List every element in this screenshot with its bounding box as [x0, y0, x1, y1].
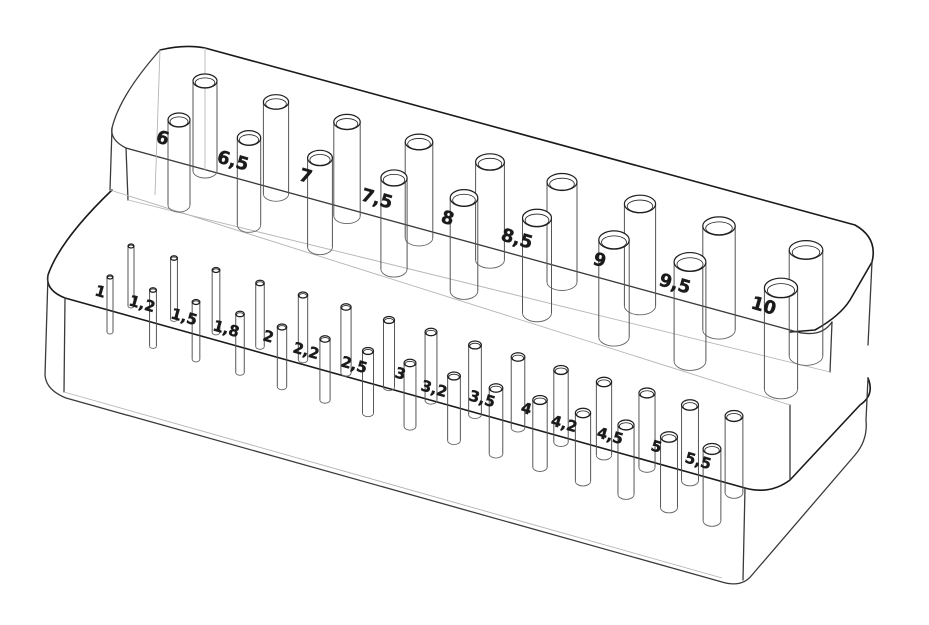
- small-hole-front: [319, 335, 331, 404]
- small-hole-front: [403, 358, 417, 431]
- small-size-label: 2: [261, 327, 276, 347]
- small-hole-back: [211, 266, 221, 336]
- small-hole-front: [191, 298, 201, 363]
- large-hole-front: [763, 277, 799, 400]
- small-size-label: 2,5: [339, 353, 370, 378]
- small-hole-front: [148, 287, 158, 349]
- large-size-label: 6,5: [215, 147, 251, 176]
- small-hole-front: [276, 323, 288, 391]
- small-size-label: 1,5: [169, 305, 200, 330]
- large-size-label: 6: [154, 127, 172, 151]
- large-hole-back: [788, 240, 824, 366]
- large-size-label: 9: [591, 249, 609, 273]
- small-hole-front: [488, 383, 504, 459]
- large-size-label: 8: [439, 207, 457, 231]
- small-hole-back: [595, 376, 613, 461]
- small-hole-back: [127, 243, 135, 309]
- large-hole-front: [307, 149, 334, 256]
- large-hole-back: [404, 133, 434, 247]
- small-hole-front: [617, 419, 635, 500]
- large-size-label: 9,5: [657, 270, 693, 299]
- large-size-label: 7,5: [359, 185, 395, 214]
- small-hole-front: [106, 274, 114, 335]
- large-hole-front: [598, 230, 630, 347]
- small-hole-front: [702, 442, 722, 527]
- small-size-label: 3: [393, 364, 408, 384]
- small-hole-back: [340, 303, 352, 377]
- small-hole-front: [235, 310, 245, 376]
- small-hole-back: [169, 255, 179, 322]
- large-hole-front: [449, 189, 479, 300]
- large-hole-back: [333, 113, 361, 225]
- small-hole-back: [724, 409, 744, 499]
- large-hole-back: [192, 73, 218, 179]
- large-hole-back: [262, 94, 290, 202]
- small-hole-back: [638, 387, 656, 473]
- small-holes: [106, 243, 744, 527]
- small-size-label: 2,2: [291, 339, 322, 364]
- large-hole-back: [702, 216, 736, 340]
- large-holes: [167, 73, 824, 400]
- small-hole-front: [361, 346, 375, 418]
- large-size-label: 8,5: [499, 225, 535, 254]
- large-hole-front: [236, 130, 262, 233]
- small-hole-front: [574, 407, 592, 487]
- large-hole-back: [475, 153, 506, 269]
- large-hole-front: [167, 112, 191, 213]
- small-hole-back: [424, 327, 438, 405]
- small-hole-back: [382, 315, 396, 392]
- large-hole-front: [380, 169, 408, 278]
- small-size-label: 4: [519, 399, 534, 419]
- small-hole-back: [468, 340, 482, 420]
- small-hole-front: [659, 431, 679, 514]
- upper-block: [109, 45, 874, 373]
- small-size-label: 1,2: [127, 292, 158, 317]
- small-size-label: 1,8: [211, 317, 242, 342]
- small-hole-back: [680, 399, 700, 487]
- large-size-label: 7: [297, 165, 315, 189]
- small-size-label: 1: [93, 282, 108, 302]
- small-hole-front: [532, 394, 548, 472]
- small-size-label: 4,5: [595, 424, 626, 449]
- small-hole-front: [447, 371, 461, 446]
- small-hole-back: [510, 352, 526, 433]
- lower-block: [44, 189, 871, 585]
- large-hole-back: [546, 172, 578, 291]
- small-hole-back: [297, 291, 309, 364]
- large-hole-front: [673, 251, 707, 371]
- large-hole-back: [623, 194, 657, 316]
- large-hole-front: [521, 208, 553, 323]
- small-size-label: 5: [649, 437, 664, 457]
- small-hole-back: [255, 279, 265, 350]
- small-hole-back: [553, 364, 569, 447]
